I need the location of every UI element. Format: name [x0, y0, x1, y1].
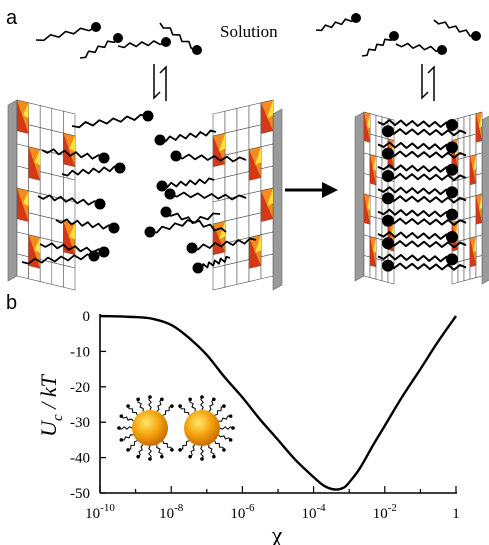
interdigitated-ligand — [382, 147, 467, 160]
surface-ligand — [160, 206, 227, 233]
nanoparticle — [117, 395, 174, 461]
nanoparticle — [178, 395, 235, 461]
y-tick-label: -40 — [70, 451, 90, 467]
interdigitated-ligand — [377, 119, 458, 131]
panel-a: a Solution — [6, 7, 489, 291]
panel-b-label: b — [6, 292, 17, 314]
interdigitated-ligand — [377, 253, 458, 266]
surface-ligand — [156, 177, 215, 192]
surface-ligand — [192, 255, 231, 274]
surface-ligand — [154, 129, 217, 146]
plot-axes — [99, 314, 457, 494]
free-ligand — [79, 33, 123, 59]
x-axis-label: χ — [271, 523, 283, 545]
surface-ligand — [61, 162, 126, 177]
nanoparticle-core — [132, 410, 168, 446]
interdigitated-ligand — [377, 231, 458, 243]
y-tick-label: -20 — [70, 380, 90, 396]
interdigitated-ligand — [382, 125, 467, 138]
surface-ligand — [55, 218, 120, 234]
free-ligand — [35, 22, 101, 42]
y-tick-label: -50 — [70, 486, 90, 502]
interdigitated-ligand — [382, 192, 467, 205]
interdigitated-ligand — [382, 214, 467, 227]
interdigitated-ligand — [377, 141, 458, 154]
interdigitated-ligand — [377, 186, 458, 199]
x-tick-labels: 10-10 10-8 10-6 10-4 10-2 1 — [85, 502, 460, 522]
x-tick-label: 10-4 — [302, 502, 327, 522]
energy-curve — [99, 314, 457, 491]
surface-ligand — [170, 150, 247, 163]
equilibrium-arrow-left — [153, 64, 167, 101]
x-tick-label: 1 — [452, 506, 460, 522]
x-tick-label: 10-8 — [159, 502, 184, 522]
interdigitated-ligand — [382, 237, 467, 250]
reaction-arrow — [285, 182, 338, 198]
surface-ligand — [21, 250, 100, 265]
surface-ligand — [71, 110, 154, 129]
free-ligand — [117, 37, 171, 49]
right-surface-ligands — [144, 129, 257, 274]
surface-edge — [354, 111, 365, 282]
nanoparticle-core — [184, 410, 220, 446]
surface-edge — [481, 115, 489, 285]
y-tick-labels: 0 -10 -20 -30 -40 -50 — [70, 309, 90, 502]
interdigitated-ligand — [382, 170, 467, 182]
interdigitated-ligand — [382, 259, 467, 272]
y-axis-label: Uc / kT — [36, 373, 66, 436]
free-ligand — [315, 13, 361, 32]
x-tick-label: 10-6 — [230, 502, 255, 522]
x-tick-label: 10-10 — [85, 502, 115, 522]
surface-ligand — [37, 194, 106, 210]
surface-ligand — [41, 148, 110, 164]
solution-label: Solution — [220, 22, 278, 41]
surface-edge — [7, 99, 18, 282]
interdigitated-ligand — [377, 163, 458, 176]
surface-ligand — [164, 188, 247, 201]
y-tick-label: 0 — [83, 309, 91, 325]
surface-edge — [272, 108, 283, 291]
x-tick-label: 10-2 — [373, 502, 397, 522]
free-ligands — [35, 13, 481, 59]
free-ligand — [361, 31, 399, 57]
equilibrium-arrow-right — [421, 64, 435, 101]
nanoparticle-pair-icon — [117, 395, 235, 461]
free-ligand — [433, 19, 481, 41]
free-ligand — [159, 22, 202, 55]
panel-b: b 0 -10 -20 -30 -40 -50 10-10 10-8 10-6 10-4 10-2… — [6, 292, 460, 545]
panel-a-label: a — [6, 7, 18, 29]
surface-ligand — [186, 237, 257, 254]
y-tick-label: -30 — [70, 415, 90, 431]
interdigitated-ligand — [377, 208, 458, 221]
surface-ligand — [144, 212, 221, 238]
assembled-surfaces — [354, 111, 489, 285]
assembled-ligands — [377, 119, 467, 272]
y-tick-label: -10 — [70, 344, 90, 360]
left-surface-ligands — [21, 110, 154, 265]
free-ligand — [395, 42, 447, 55]
